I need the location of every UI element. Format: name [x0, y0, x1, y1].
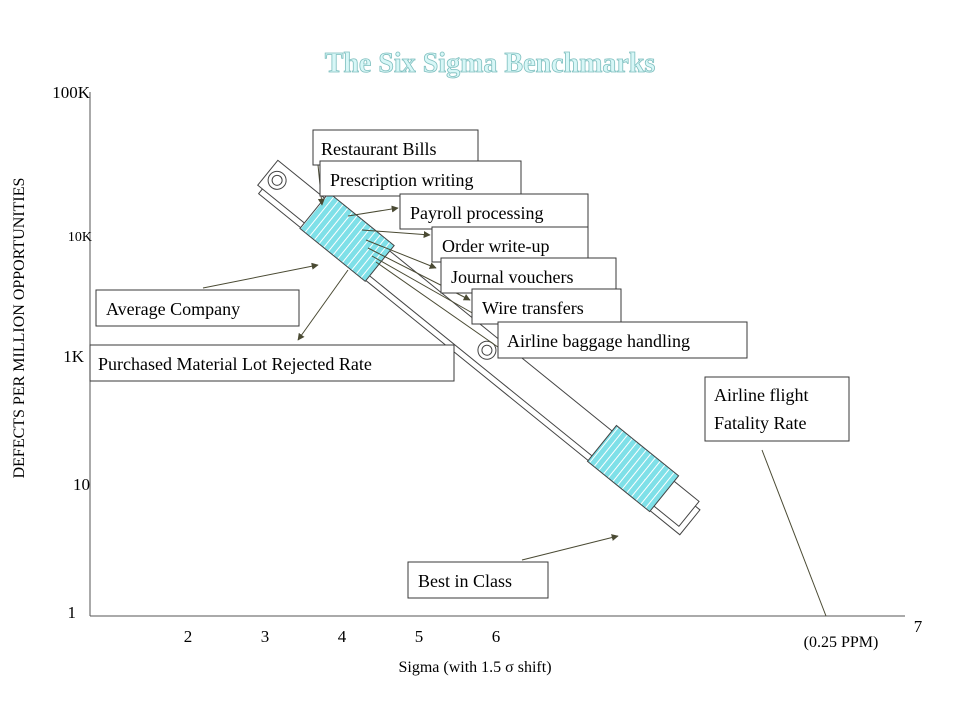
label-order-write-up: Order write-up — [431, 226, 589, 263]
label-average-company: Average Company — [95, 289, 300, 327]
x-tick-label: 2 — [184, 627, 193, 646]
connector-payroll — [361, 229, 431, 239]
y-tick-label: 1K — [63, 347, 85, 366]
average-company-band — [299, 191, 395, 282]
connector-order — [365, 239, 437, 269]
label-restaurant-bills-text: Restaurant Bills — [321, 139, 437, 159]
chart-title: The Six Sigma Benchmarks — [325, 48, 656, 79]
x-tick-label: 5 — [415, 627, 424, 646]
y-tick-label: 10K — [68, 230, 92, 245]
label-journal-vouchers-text: Journal vouchers — [451, 267, 573, 287]
x-tick-label: 7 — [914, 617, 923, 636]
label-airline-baggage: Airline baggage handling — [497, 321, 748, 359]
label-purchased-material: Purchased Material Lot Rejected Rate — [89, 344, 455, 382]
label-prescription-writing: Prescription writing — [319, 160, 522, 197]
connector-wire — [371, 255, 491, 324]
x-tick-label: 3 — [261, 627, 270, 646]
connector-baggage — [375, 261, 506, 353]
x-tick-label: 6 — [492, 627, 501, 646]
label-airline-fatality: Airline flight Fatality Rate — [704, 376, 850, 442]
label-payroll-processing-text: Payroll processing — [410, 203, 543, 223]
connector-purchased — [297, 269, 349, 341]
connector-average — [202, 262, 319, 289]
label-average-company-text: Average Company — [106, 299, 240, 319]
x-tick-label: 4 — [338, 627, 347, 646]
label-airline-fatality-line2: Fatality Rate — [714, 413, 806, 433]
label-best-in-class-text: Best in Class — [418, 571, 512, 591]
y-tick-label: 10 — [73, 475, 90, 494]
label-airline-fatality-line1: Airline flight — [714, 385, 808, 405]
trend-bar — [257, 159, 701, 536]
y-ticks: 100K 10K 1K 10 1 — [52, 83, 92, 622]
trend-bar-mid-hole — [481, 344, 493, 356]
label-restaurant-bills: Restaurant Bills — [312, 129, 479, 166]
label-payroll-processing: Payroll processing — [399, 193, 589, 230]
label-purchased-material-text: Purchased Material Lot Rejected Rate — [98, 354, 372, 374]
label-wire-transfers-text: Wire transfers — [482, 298, 584, 318]
y-tick-label: 1 — [68, 603, 77, 622]
best-in-class-band — [586, 424, 680, 513]
label-prescription-writing-text: Prescription writing — [330, 170, 473, 190]
label-wire-transfers: Wire transfers — [471, 288, 622, 325]
connector-prescription — [347, 205, 399, 217]
label-journal-vouchers: Journal vouchers — [440, 257, 617, 294]
connector-best — [521, 534, 619, 561]
label-airline-baggage-text: Airline baggage handling — [507, 331, 690, 351]
x-axis-label: Sigma (with 1.5 σ shift) — [398, 659, 551, 676]
x-note: (0.25 PPM) — [804, 634, 879, 651]
label-best-in-class: Best in Class — [407, 561, 549, 599]
label-order-write-up-text: Order write-up — [442, 236, 549, 256]
x-ticks: 2 3 4 5 6 7 — [184, 617, 923, 646]
trend-bar-end-hole — [271, 174, 283, 186]
y-axis-label: DEFECTS PER MILLION OPPORTUNITIES — [11, 178, 28, 479]
connector-fatality — [761, 449, 827, 617]
y-tick-label: 100K — [52, 83, 91, 102]
